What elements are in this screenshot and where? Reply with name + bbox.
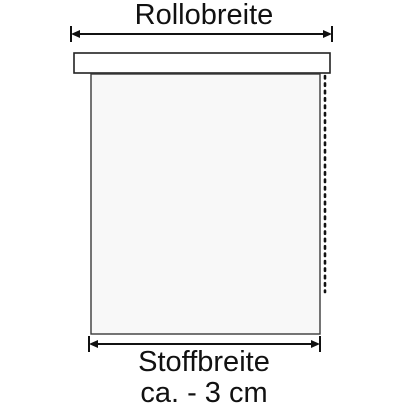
fabric-panel — [90, 73, 321, 335]
fabric-width-dimension-arrow — [89, 340, 320, 348]
roller-tube — [73, 52, 331, 74]
roller-width-dimension-arrow — [71, 30, 332, 38]
fabric-width-label: Stoffbreite — [138, 346, 270, 378]
fabric-width-note: ca. - 3 cm — [140, 377, 267, 409]
roller-width-label: Rollobreite — [135, 0, 274, 31]
